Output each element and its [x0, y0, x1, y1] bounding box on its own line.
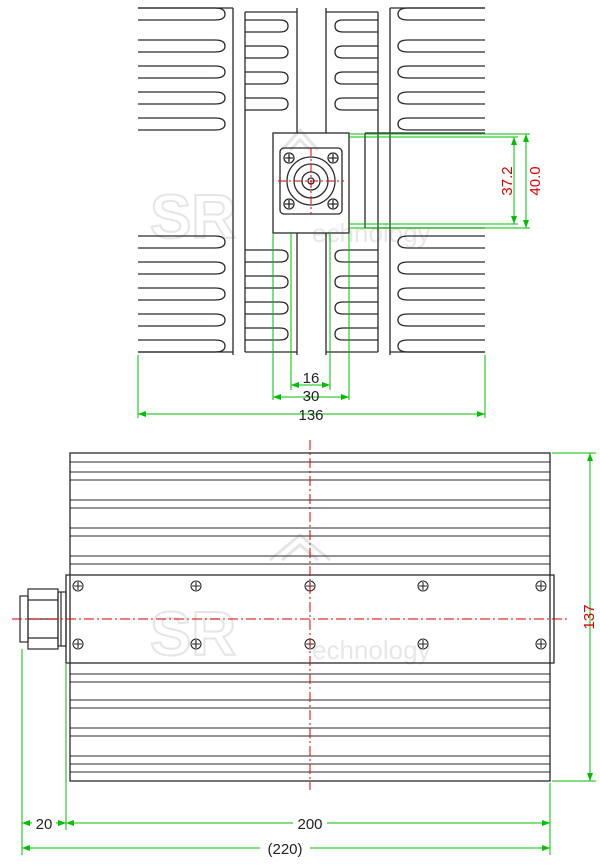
- top-view-arrows: [138, 134, 529, 417]
- dim-label-136: 136: [298, 407, 323, 424]
- watermark-logo-top: SR: [150, 183, 236, 252]
- watermark-word-bottom: echnology: [312, 635, 431, 665]
- watermark-top: SR echnology: [149, 127, 431, 253]
- side-view-centerlines: [12, 440, 568, 790]
- dim-label-30: 30: [303, 388, 320, 405]
- dim-label-200: 200: [297, 816, 322, 833]
- dim-label-137: 137: [581, 604, 598, 629]
- connector-centerlines: [278, 148, 344, 214]
- heatsink-end-view: [138, 7, 485, 355]
- dim-label-37-2: 37.2: [499, 166, 516, 195]
- dim-label-220: (220): [267, 841, 302, 858]
- watermark-logo-bottom: SR: [150, 600, 236, 669]
- top-view-dimensions: [137, 133, 530, 418]
- dim-label-20: 20: [36, 816, 53, 833]
- dim-label-16: 16: [303, 370, 320, 387]
- side-view-dimensions: [21, 452, 596, 855]
- dim-label-40-0: 40.0: [527, 166, 544, 195]
- side-view-arrows: [22, 453, 593, 851]
- watermark-bottom: SR echnology: [149, 533, 431, 670]
